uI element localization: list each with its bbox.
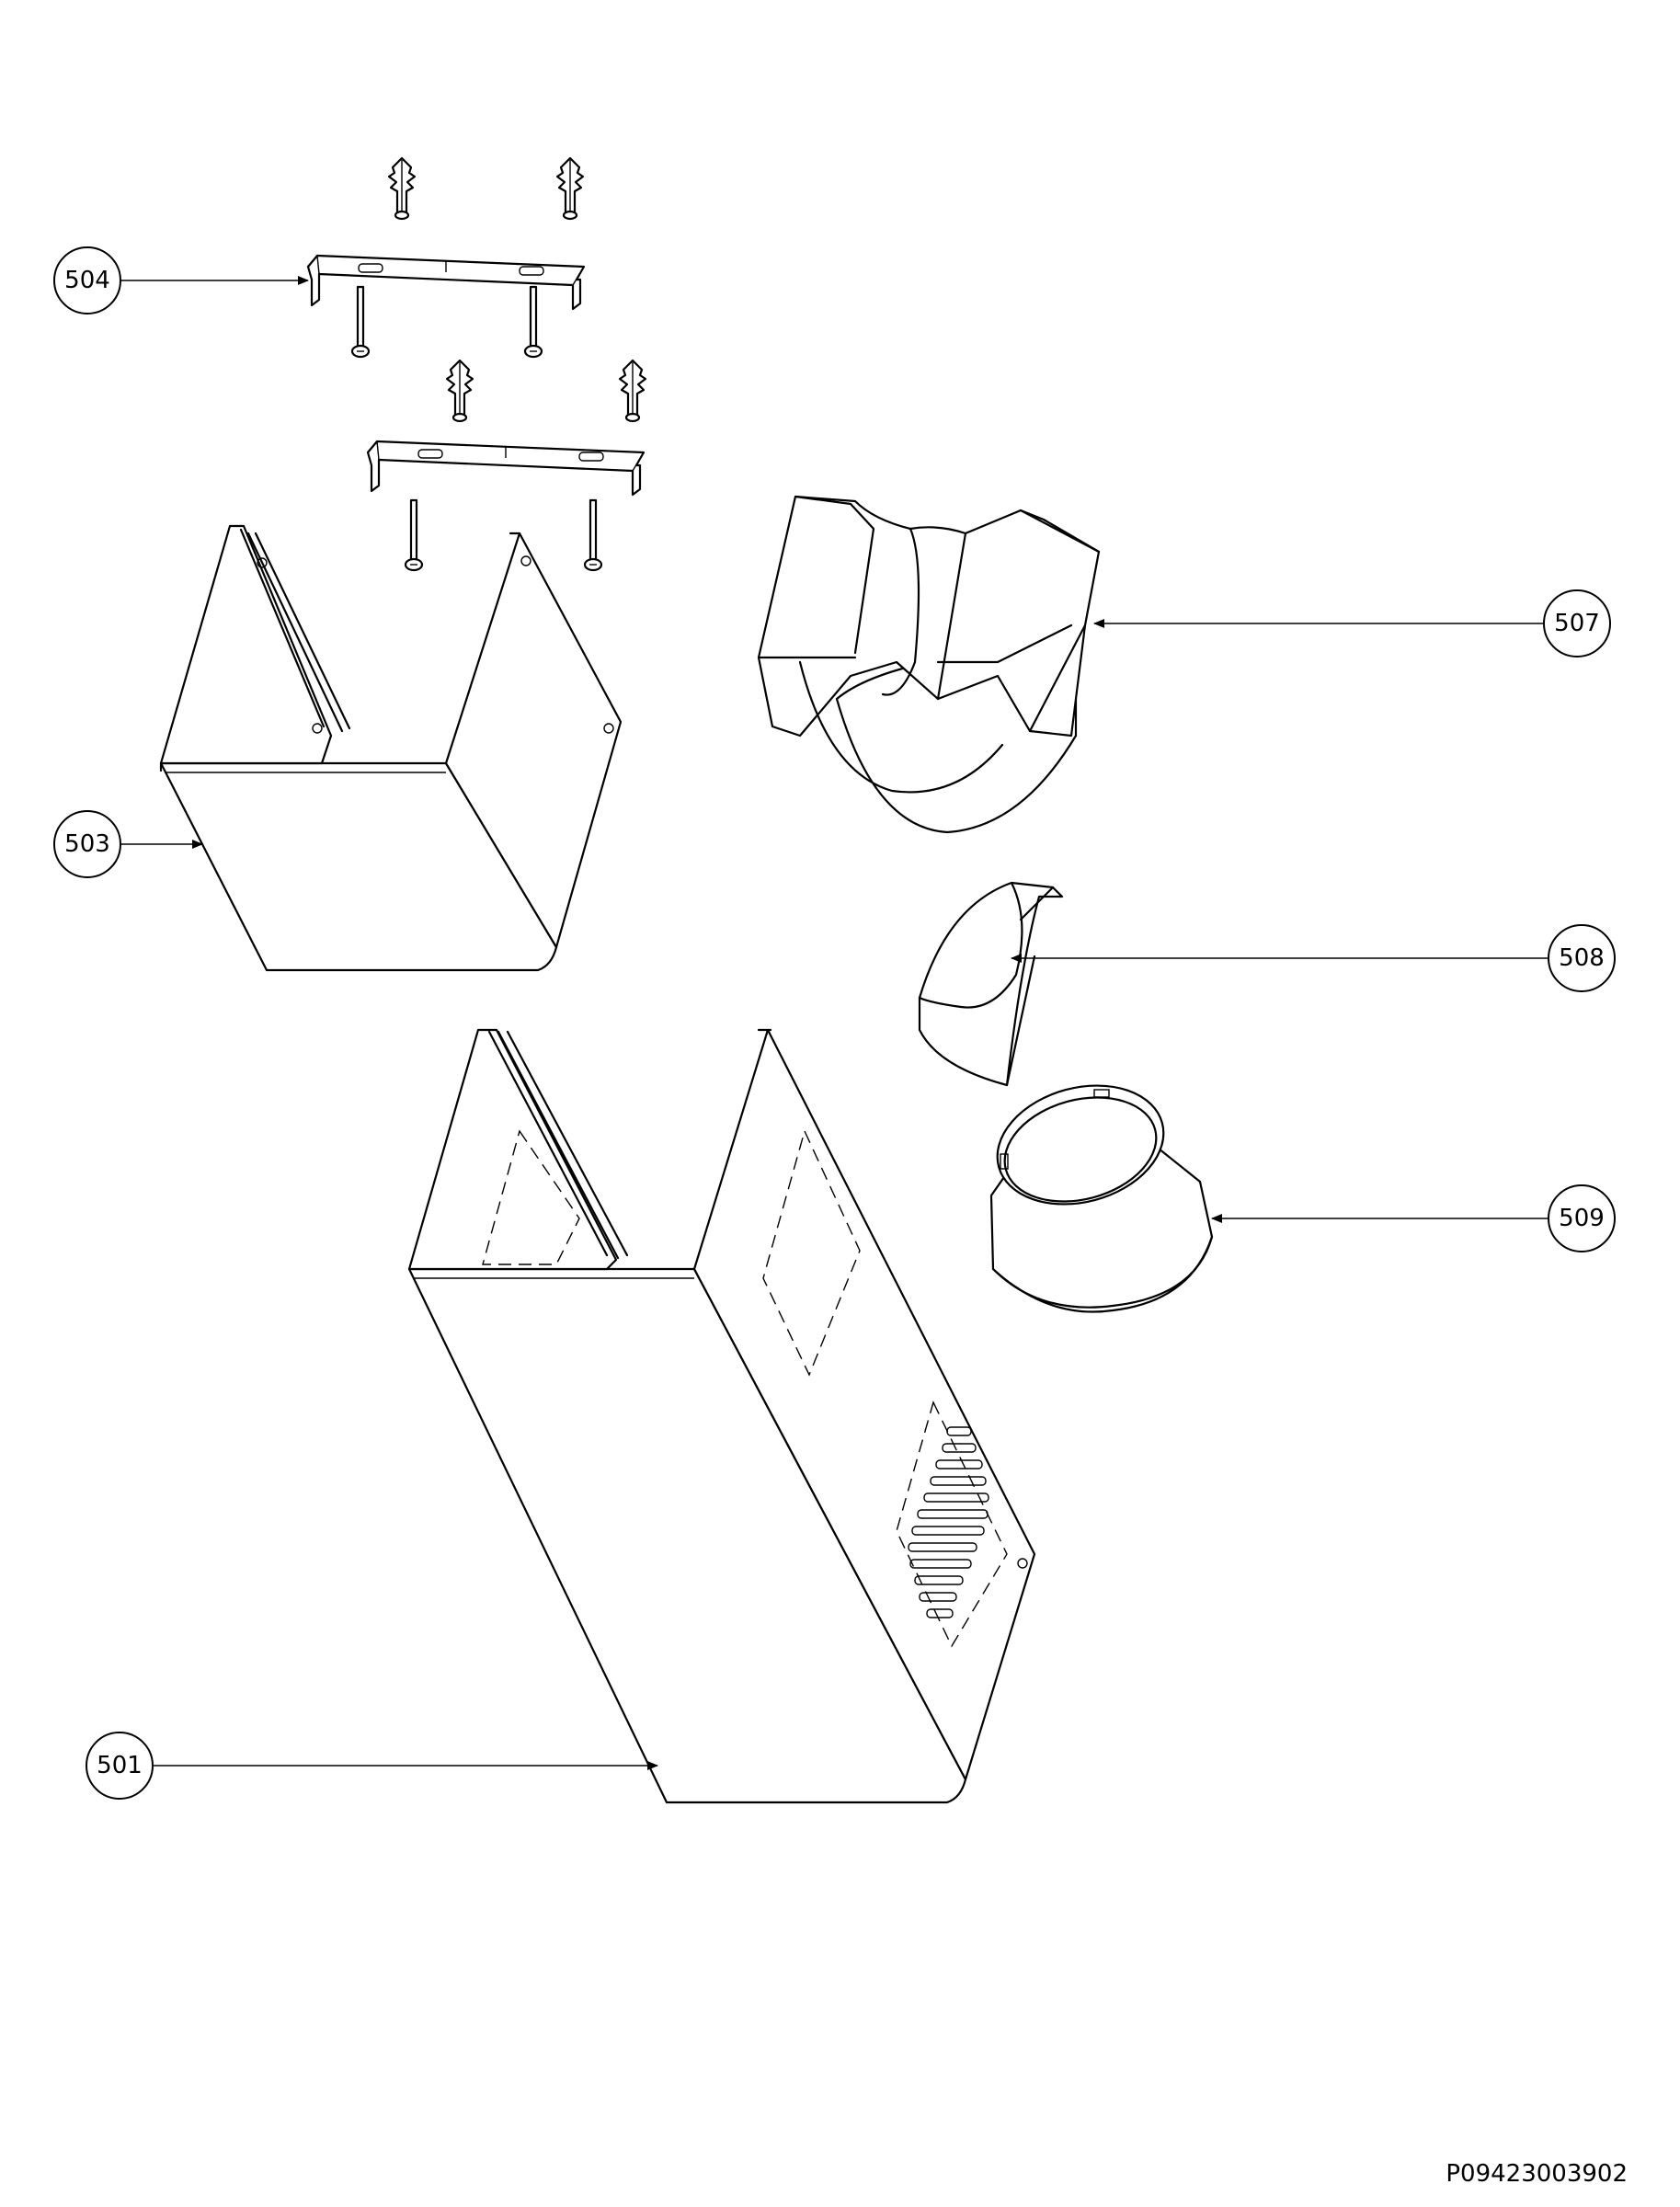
lower-chimney-cover <box>407 1028 1036 1804</box>
callout-508: 508 <box>1011 924 1616 992</box>
callout-501: 501 <box>86 1732 658 1800</box>
air-deflector <box>757 495 1101 834</box>
callout-504: 504 <box>53 246 309 314</box>
svg-text:503: 503 <box>64 830 110 858</box>
vent-slots <box>908 1426 989 1618</box>
upper-chimney-cover <box>159 524 623 972</box>
svg-text:501: 501 <box>97 1752 143 1779</box>
callout-509: 509 <box>1211 1184 1616 1252</box>
svg-text:504: 504 <box>64 267 110 294</box>
deflector-cap <box>918 881 1064 1087</box>
svg-text:507: 507 <box>1554 610 1600 637</box>
connector-ring <box>989 1084 1214 1313</box>
callout-507: 507 <box>1093 589 1611 658</box>
callout-503: 503 <box>53 810 203 878</box>
svg-text:508: 508 <box>1559 944 1605 972</box>
drawing-code: P09423003902 <box>1446 2160 1628 2188</box>
wall-bracket-set <box>306 156 647 572</box>
svg-text:509: 509 <box>1559 1205 1605 1232</box>
